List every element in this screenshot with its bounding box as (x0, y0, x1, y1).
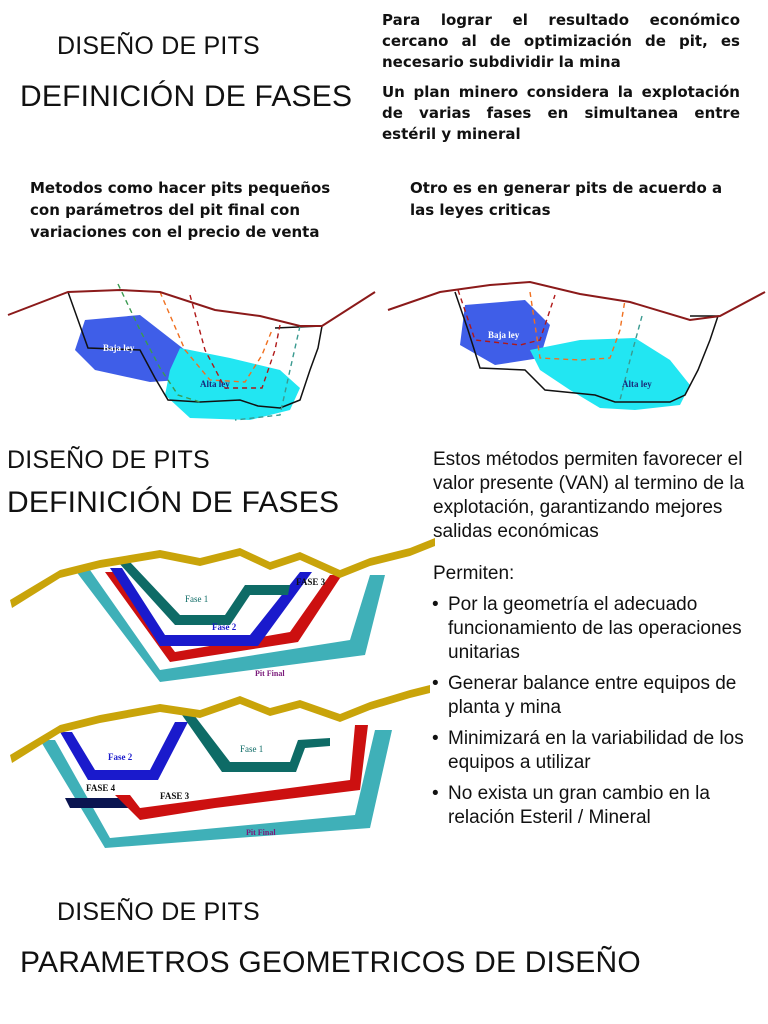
high-grade-zone (165, 348, 300, 420)
slide2-bullet-list: •Por la geometría el adecuado funcionami… (432, 593, 752, 837)
fase3-label: FASE 3 (160, 791, 190, 801)
high-grade-label: Alta ley (622, 379, 652, 389)
slide1-title: DEFINICIÓN DE FASES (20, 80, 353, 113)
fase2-bench (60, 722, 188, 780)
phase-line-teal (234, 325, 301, 421)
phase-line-red (457, 289, 556, 346)
low-grade-label: Baja ley (488, 330, 520, 340)
slide1-method-left: Metodos como hacer pits pequeños con par… (30, 179, 331, 241)
slide2-subtitle: DISEÑO DE PITS (7, 446, 210, 474)
slide2-title: DEFINICIÓN DE FASES (7, 486, 340, 519)
pit-outline (454, 291, 720, 403)
slide1-subtitle: DISEÑO DE PITS (57, 32, 260, 60)
slide1-method-right: Otro es en generar pits de acuerdo a las… (410, 179, 723, 219)
bullet-icon: • (432, 783, 439, 804)
high-grade-label: Alta ley (200, 379, 230, 389)
slide1-paragraph-2: Un plan minero considera la explotación … (382, 83, 740, 143)
low-grade-zone (460, 300, 550, 365)
phase-diagram-bottom: Fase 1 Fase 2 FASE 3 FASE 4 Pit Final (10, 685, 430, 848)
pit-outline (67, 291, 323, 409)
phase-line-orange (529, 291, 626, 361)
fase1-label: Fase 1 (240, 744, 263, 754)
high-grade-zone (530, 338, 690, 410)
pit-grade-diagram-right: Baja ley Alta ley (387, 280, 766, 410)
slide1-paragraph-1: Para lograr el resultado económico cerca… (382, 11, 740, 71)
fase2-bench (110, 568, 312, 646)
topography-line (387, 280, 766, 322)
phase-line-orange (159, 291, 273, 383)
phase-line-green (117, 283, 201, 403)
topography-line (7, 288, 376, 327)
slide3-subtitle: DISEÑO DE PITS (57, 898, 260, 926)
pit-grade-diagram-left: Baja ley Alta ley (7, 283, 376, 421)
phase-line-red (189, 294, 281, 389)
list-item: •Generar balance entre equipos de planta… (432, 673, 737, 718)
fase4-bench (65, 798, 135, 808)
fase3-label: FASE 3 (296, 577, 326, 587)
list-item: •Minimizará en la variabilidad de los eq… (432, 728, 744, 773)
pit-final-label: Pit Final (255, 669, 285, 678)
surface-topography (10, 538, 435, 608)
bullet-icon: • (432, 594, 439, 615)
list-item: •No exista un gran cambio en la relación… (432, 783, 710, 828)
surface-topography (10, 685, 430, 763)
slide2-permiten-label: Permiten: (433, 563, 515, 584)
fase2-label: Fase 2 (212, 622, 237, 632)
pit-final-label: Pit Final (246, 828, 276, 837)
fase3-bench (115, 725, 368, 820)
low-grade-label: Baja ley (103, 343, 135, 353)
fase4-label: FASE 4 (86, 783, 116, 793)
phase-diagram-top: Fase 1 Fase 2 FASE 3 Pit Final (10, 538, 435, 682)
fase1-bench (118, 562, 290, 625)
phase-line-teal (619, 315, 643, 401)
slide2-intro-text: Estos métodos permiten favorecer el valo… (433, 449, 745, 542)
low-grade-zone (75, 315, 185, 382)
bullet-icon: • (432, 673, 439, 694)
fase2-label: Fase 2 (108, 752, 133, 762)
fase1-label: Fase 1 (185, 594, 208, 604)
list-item: •Por la geometría el adecuado funcionami… (432, 594, 742, 663)
fase1-bench (182, 715, 330, 772)
bullet-icon: • (432, 728, 439, 749)
pit-final-bench (75, 570, 385, 682)
slide3-title: PARAMETROS GEOMETRICOS DE DISEÑO (20, 946, 641, 979)
